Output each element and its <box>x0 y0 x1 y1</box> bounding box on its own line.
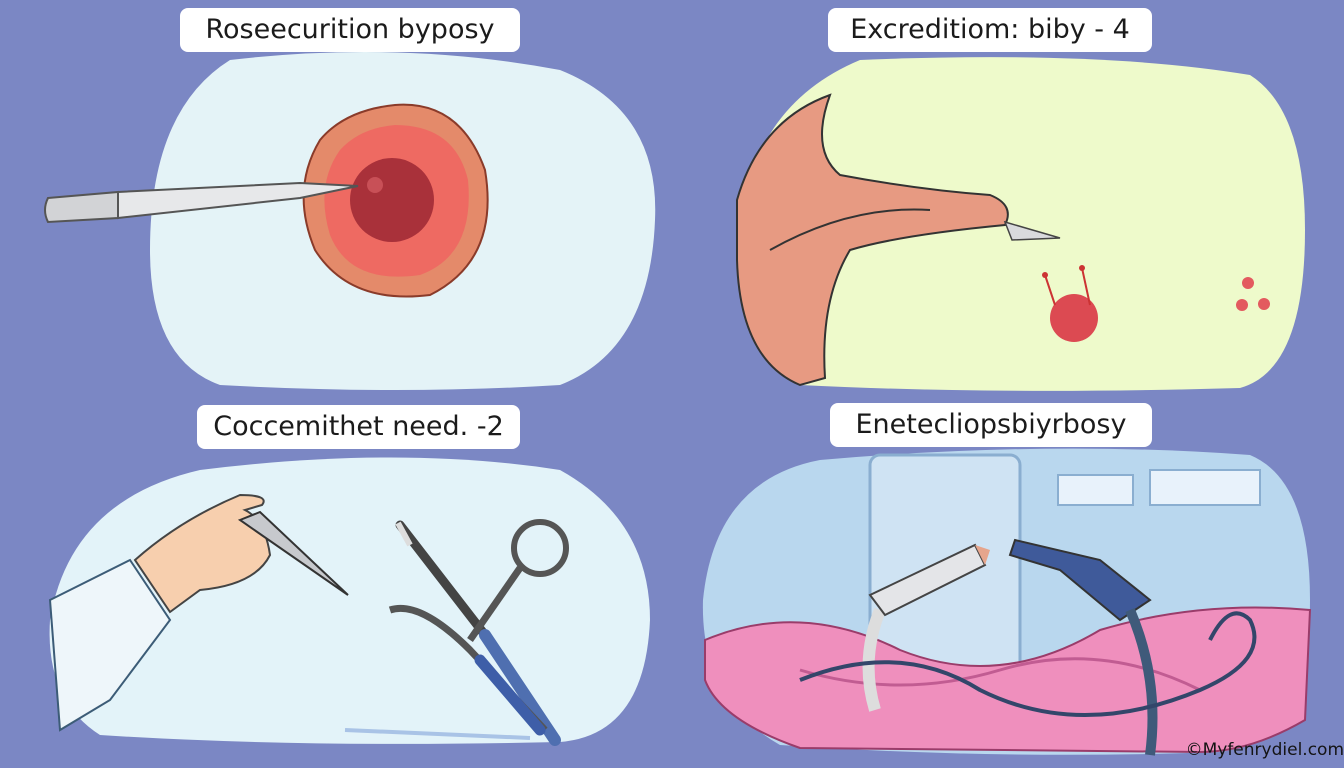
panel-3-title: Coccemithet need. -2 <box>197 405 520 449</box>
needle-tip-icon <box>1003 220 1061 241</box>
panel-2-skin-biopsy <box>736 57 1305 391</box>
forceps-icon <box>511 519 569 577</box>
hand <box>133 493 272 614</box>
biopsy-tool-icon <box>1008 538 1152 622</box>
panel-2-title: Excreditiom: biby - 4 <box>828 8 1152 52</box>
panel-4-endoscopic-biopsy <box>702 448 1312 756</box>
panel-4-title: Enetecliopsbiyrbosy <box>830 403 1152 447</box>
panel-1-title: Roseecurition byposy <box>180 8 520 52</box>
finger <box>736 93 1009 387</box>
panel-3-needle-instruments <box>48 457 651 746</box>
watermark: ©Myfenrydiel.com <box>1185 740 1344 760</box>
biopsy-needle-icon <box>44 181 359 224</box>
sleeve <box>48 558 172 732</box>
needle-icon <box>237 510 349 596</box>
panel-1-lesion-biopsy <box>44 52 656 390</box>
